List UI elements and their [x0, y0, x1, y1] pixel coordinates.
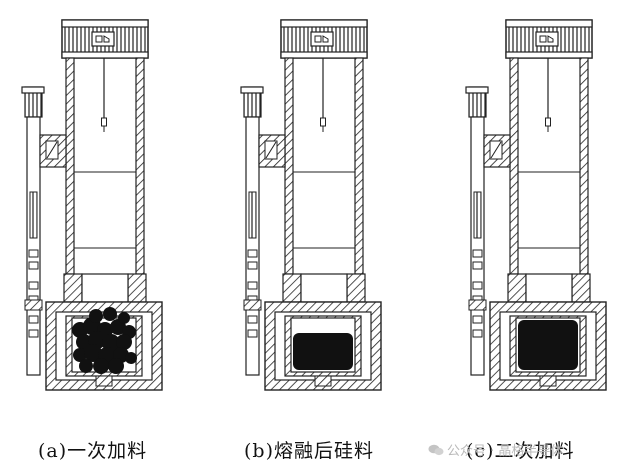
watermark: 公众号 · 晶格半导体: [428, 440, 563, 459]
silicon-melt: [518, 320, 578, 370]
lift-bracket-6: [247, 329, 258, 338]
seed-chuck: [320, 117, 326, 127]
silicon-lump-15: [79, 359, 93, 373]
neck-right-shoulder: [571, 273, 591, 303]
cap-window-detail: [314, 35, 329, 43]
cap-bottom-rim: [61, 51, 149, 59]
watermark-text: 公众号 · 晶格半导体: [447, 444, 564, 459]
caption-a: (a)一次加料: [38, 440, 148, 462]
upper-chamber-right-wall: [135, 57, 145, 275]
lift-bracket-1: [28, 249, 39, 258]
lift-arm-detail: [490, 141, 502, 159]
lift-arm-detail: [46, 141, 58, 159]
silicon-lump-20: [118, 312, 130, 324]
cap-bottom-rim: [280, 51, 368, 59]
silicon-lump-19: [103, 307, 117, 321]
neck-left-shoulder: [282, 273, 302, 303]
lift-bracket-5: [472, 315, 483, 324]
upper-chamber-right-wall: [579, 57, 589, 275]
lift-arm-detail: [265, 141, 277, 159]
upper-chamber-left-wall: [509, 57, 519, 275]
furnace-b: [240, 19, 382, 391]
silicon-lump-10: [73, 348, 87, 362]
cap-bottom-rim: [505, 51, 593, 59]
neck-right-shoulder: [127, 273, 147, 303]
upper-chamber-left-wall: [65, 57, 75, 275]
lift-bracket-5: [247, 315, 258, 324]
neck-right-shoulder: [346, 273, 366, 303]
lift-clamp: [24, 299, 43, 311]
silicon-lump-14: [125, 352, 137, 364]
cap-window: [310, 31, 334, 47]
cap-top-rim: [280, 19, 368, 28]
neck-left-shoulder: [507, 273, 527, 303]
upper-chamber-left-wall: [284, 57, 294, 275]
silicon-lump-9: [116, 334, 132, 350]
silicon-lump-11: [84, 344, 102, 362]
cap-window: [91, 31, 115, 47]
lift-bracket-2: [472, 261, 483, 270]
silicon-melt: [293, 333, 353, 370]
lift-head-cap: [465, 86, 489, 94]
neck-opening: [525, 273, 573, 303]
lift-head-cap: [240, 86, 264, 94]
lift-screw: [473, 191, 482, 239]
lift-screw: [248, 191, 257, 239]
seed-chuck: [101, 117, 107, 127]
caption-b: (b)熔融后硅料: [244, 440, 374, 462]
lift-bracket-2: [28, 261, 39, 270]
silicon-lump-17: [108, 358, 124, 374]
silicon-lump-16: [93, 358, 109, 374]
silicon-lump-18: [89, 309, 103, 323]
lift-bracket-3: [28, 281, 39, 290]
cap-top-rim: [505, 19, 593, 28]
lift-clamp: [243, 299, 262, 311]
seed-chuck: [545, 117, 551, 127]
lift-clamp: [468, 299, 487, 311]
cap-window: [535, 31, 559, 47]
neck-opening: [81, 273, 129, 303]
lift-bracket-2: [247, 261, 258, 270]
lift-head-cap: [21, 86, 45, 94]
neck-opening: [300, 273, 348, 303]
wechat-icon: [428, 444, 444, 456]
lift-bracket-5: [28, 315, 39, 324]
crucible-shaft: [95, 375, 113, 387]
lift-bracket-6: [472, 329, 483, 338]
lift-bracket-3: [472, 281, 483, 290]
upper-chamber-right-wall: [354, 57, 364, 275]
lift-bracket-1: [472, 249, 483, 258]
crucible-shaft: [539, 375, 557, 387]
cap-window-detail: [95, 35, 110, 43]
lift-bracket-6: [28, 329, 39, 338]
crucible-shaft: [314, 375, 332, 387]
lift-screw: [29, 191, 38, 239]
neck-left-shoulder: [63, 273, 83, 303]
furnace-c: [465, 19, 607, 391]
cap-top-rim: [61, 19, 149, 28]
lift-bracket-3: [247, 281, 258, 290]
caption-c: (c)二次加料: [466, 440, 575, 462]
lift-bracket-1: [247, 249, 258, 258]
furnace-a: [21, 19, 163, 391]
cap-window-detail: [539, 35, 554, 43]
